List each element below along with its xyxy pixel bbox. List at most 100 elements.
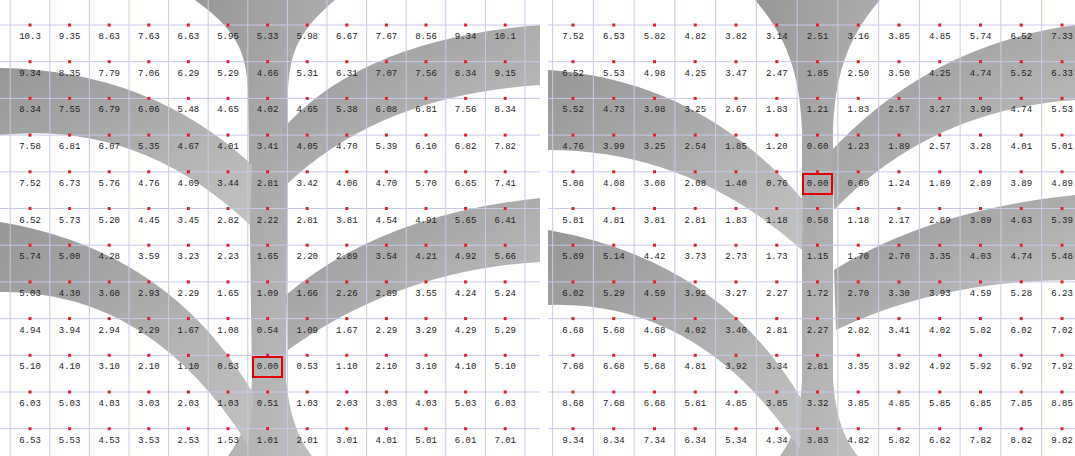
cell-value: 4.70 [376,179,398,189]
cell-value: 1.89 [888,142,910,152]
cell-value: 2.67 [725,105,747,115]
grid-line [634,0,635,456]
cell-value: 5.66 [494,252,516,262]
sample-dot [306,24,309,27]
sample-dot [938,317,941,320]
cell-value: 4.28 [98,252,120,262]
cell-value: 7.07 [376,69,398,79]
cell-value: 4.24 [455,289,477,299]
sample-dot [464,207,467,210]
cell-value: 4.59 [970,289,992,299]
cell-value: 9.34 [455,32,477,42]
sample-dot [694,317,697,320]
sample-dot [1020,391,1023,394]
sample-dot [694,134,697,137]
cell-value: 3.73 [684,252,706,262]
sample-dot [653,244,656,247]
sample-dot [385,280,388,283]
cell-value: 3.42 [296,179,318,189]
sample-dot [572,391,575,394]
sample-dot [653,354,656,357]
cell-value: 5.29 [217,69,239,79]
sample-dot [1061,170,1064,173]
sample-dot [694,354,697,357]
cell-value: 6.79 [98,105,120,115]
cell-value: 4.02 [257,105,279,115]
cell-value: 6.02 [562,289,584,299]
cell-value: 1.09 [257,289,279,299]
cell-value: 5.01 [415,436,437,446]
sample-dot [938,134,941,137]
cell-value: 4.89 [1051,179,1073,189]
cell-value: 5.82 [644,32,666,42]
cell-value: 3.03 [376,399,398,409]
cell-value: 1.10 [336,362,358,372]
sample-dot [775,427,778,430]
sample-dot [735,170,738,173]
sample-dot [653,207,656,210]
cell-value: 4.02 [684,326,706,336]
sample-dot [938,244,941,247]
sample-dot [653,317,656,320]
sample-dot [979,280,982,283]
cell-value: 5.92 [970,362,992,372]
grid-line [247,0,248,456]
sample-dot [108,134,111,137]
sample-dot [147,134,150,137]
cell-value: 4.63 [1010,216,1032,226]
sample-dot [938,354,941,357]
cell-value: 3.35 [847,362,869,372]
cell-value: 7.01 [494,436,516,446]
cell-value: 2.70 [888,252,910,262]
sample-dot [425,427,428,430]
grid-line [548,318,1075,319]
sample-dot [979,427,982,430]
sample-dot [1061,317,1064,320]
cell-value: 7.85 [1010,399,1032,409]
grid-line [0,318,540,319]
cell-value: 3.08 [644,179,666,189]
sample-dot [306,427,309,430]
cell-value: 4.08 [603,179,625,189]
cell-value: 8.34 [603,436,625,446]
sample-dot [979,60,982,63]
cell-value: 4.92 [929,362,951,372]
cell-value: 5.00 [59,252,81,262]
sample-dot [385,97,388,100]
sample-dot [29,170,32,173]
cell-value: 3.30 [888,289,910,299]
sample-dot [979,391,982,394]
cell-value: 9.82 [1051,436,1073,446]
sample-dot [653,170,656,173]
sample-dot [425,97,428,100]
sample-dot [612,97,615,100]
sample-dot [464,354,467,357]
sample-dot [306,354,309,357]
sample-dot [187,170,190,173]
cell-value: 1.40 [725,179,747,189]
cell-value: 7.92 [1051,362,1073,372]
grid-line [548,61,1075,62]
cell-value: 5.52 [562,105,584,115]
sample-dot [1020,97,1023,100]
sample-dot [504,317,507,320]
cell-value: 4.65 [296,105,318,115]
sample-dot [227,24,230,27]
sample-dot [1061,280,1064,283]
sample-dot [227,170,230,173]
grid-line [366,0,367,456]
sample-dot [898,391,901,394]
sample-dot [612,134,615,137]
cell-value: 7.68 [562,362,584,372]
cell-value: 5.70 [415,179,437,189]
cell-value: 4.09 [178,179,200,189]
cell-value: 7.56 [415,69,437,79]
cell-value: 6.03 [19,399,41,409]
sample-dot [187,24,190,27]
cell-value: 5.20 [98,216,120,226]
cell-value: 5.24 [494,289,516,299]
cell-value: 7.41 [494,179,516,189]
shape-left [0,0,540,456]
sample-dot [735,317,738,320]
sample-dot [306,244,309,247]
